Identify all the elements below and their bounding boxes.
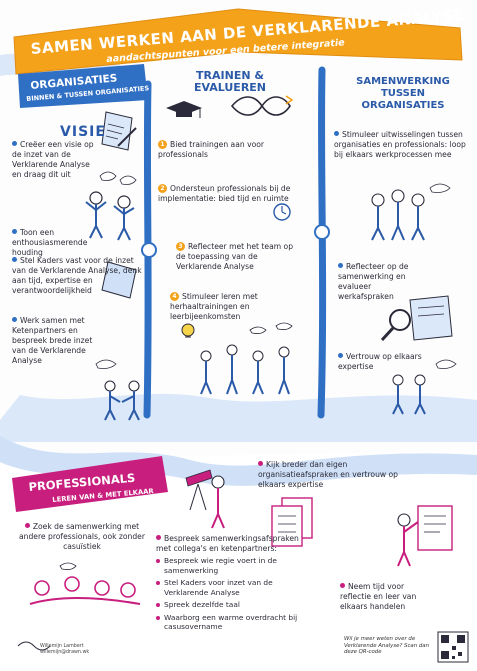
telescope-person-icon xyxy=(185,469,225,529)
clock-icon xyxy=(273,203,291,221)
infinity-icon xyxy=(230,96,291,116)
visie-item: Toon een enthousiasmerende houding xyxy=(12,228,88,257)
learning-people-icon xyxy=(200,322,293,395)
enthusiastic-people-icon xyxy=(85,171,137,241)
handshake-people-icon xyxy=(95,359,140,421)
bespreek-item: Waarborg een warme overdracht bij casuso… xyxy=(156,613,316,632)
author-credit: Willemijn Lambert willemijn@drawn.wk xyxy=(40,644,90,655)
collaboration-people-icon xyxy=(371,183,451,241)
visie-item: Stel Kaders vast voor de inzet van de Ve… xyxy=(12,256,142,295)
samenwerking-item: Reflecteer op de samenwerking en evaluee… xyxy=(338,262,409,301)
signature-mark xyxy=(17,641,51,651)
qr-code-icon xyxy=(437,631,469,663)
bespreek-item: Bespreek wie regie voert in de samenwerk… xyxy=(156,556,316,575)
document-pen-icon xyxy=(101,111,137,151)
samenwerking-heading: SAMENWERKING TUSSEN ORGANISATIES xyxy=(356,76,450,111)
checklist-icon xyxy=(271,497,313,547)
magnifier-document-icon xyxy=(380,295,453,342)
professionals-neem: Neem tijd voor reflectie en leer van elk… xyxy=(340,582,417,611)
lightbulb-icon xyxy=(181,323,195,338)
graduation-cap-icon xyxy=(166,101,202,118)
professionals-zoek: Zoek de samenwerking met andere professi… xyxy=(19,522,145,551)
trust-people-icon xyxy=(392,359,457,415)
bespreek-list: Bespreek wie regie voert in de samenwerk… xyxy=(156,556,316,632)
visie-item: Werk samen met Ketenpartners en bespreek… xyxy=(12,316,93,365)
flipchart-person-icon xyxy=(397,505,453,567)
professionals-bespreek: Bespreek samenwerkingsafspraken met coll… xyxy=(156,534,316,635)
qr-caption: Wil je meer weten over de Verklarende An… xyxy=(344,636,429,656)
professionals-group-icon xyxy=(29,562,141,605)
visie-heading: VISIE xyxy=(60,124,106,140)
samenwerking-item: Stimuleer uitwisselingen tussen organisa… xyxy=(334,130,466,159)
samenwerking-item: Vertrouw op elkaars expertise xyxy=(338,352,422,371)
visie-item: Creëer een visie op de inzet van de Verk… xyxy=(12,140,94,179)
bespreek-item: Spreek dezelfde taal xyxy=(156,600,316,610)
framework-sheet-icon xyxy=(101,261,137,299)
bespreek-item: Stel Kaders voor inzet van de Verklarend… xyxy=(156,578,316,597)
trainen-heading: TRAINEN & EVALUEREN xyxy=(193,69,267,94)
professionals-kijk: Kijk breder dan eigen organisatieafsprak… xyxy=(258,460,398,489)
